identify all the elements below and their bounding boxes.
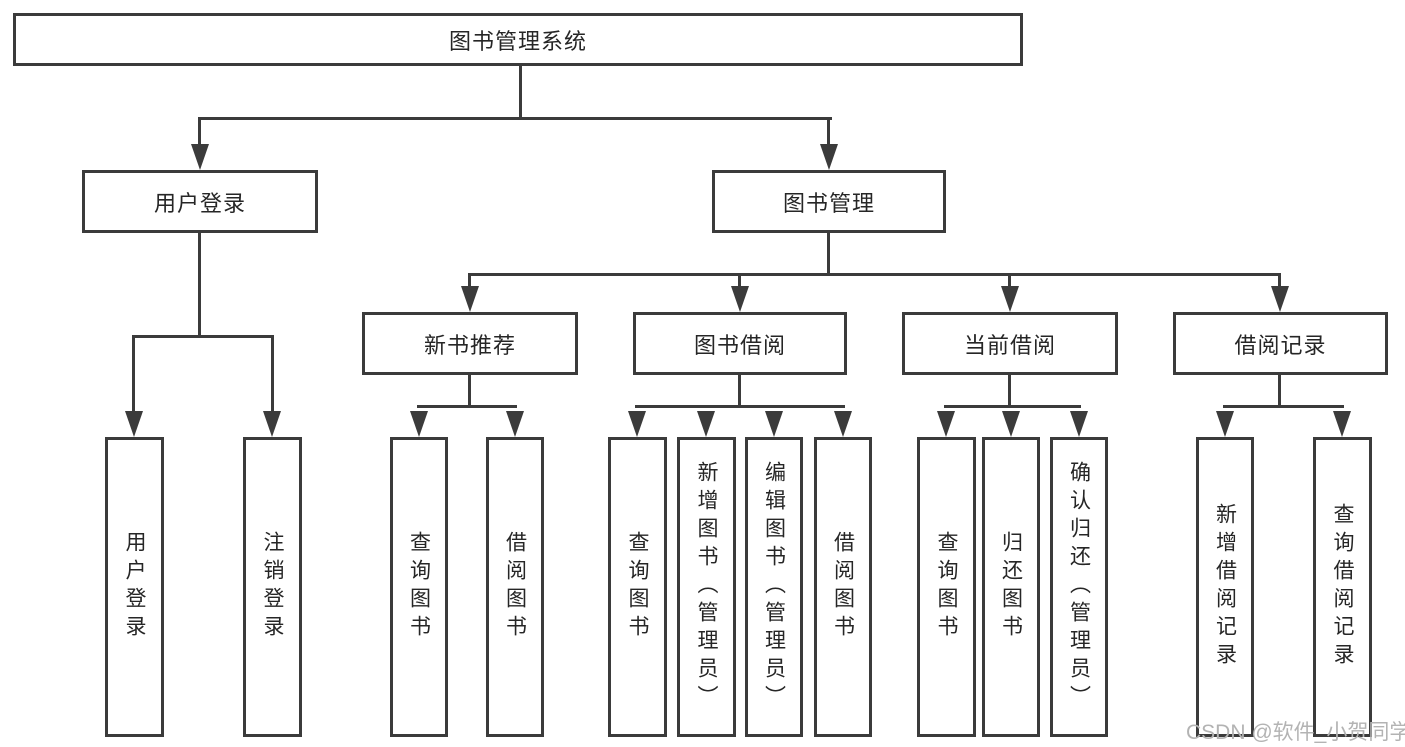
node-book-management: 图书管理 — [712, 170, 946, 233]
connector-records-drop — [1278, 273, 1281, 289]
node-book-borrowing: 图书借阅 — [633, 312, 847, 375]
leaf-records-add-record-label: 新增借阅记录 — [1213, 503, 1237, 671]
arrowhead-newbook — [461, 286, 479, 312]
arrowhead-login-leaf — [125, 411, 143, 437]
arrowhead-records-leaf-2 — [1333, 411, 1351, 437]
leaf-newbook-query-books-label: 查询图书 — [407, 531, 431, 643]
connector-borrowing-stem — [738, 375, 741, 408]
leaf-records-add-record: 新增借阅记录 — [1196, 437, 1254, 737]
arrowhead-borrowing — [731, 286, 749, 312]
leaf-newbook-borrow-books-label: 借阅图书 — [503, 531, 527, 643]
arrowhead-borrowing-leaf-3 — [765, 411, 783, 437]
leaf-borrowing-borrow-books-label: 借阅图书 — [831, 531, 855, 643]
connector-borrowing-drop — [738, 273, 741, 289]
node-new-book-recommend: 新书推荐 — [362, 312, 578, 375]
leaf-current-confirm-return-admin-label: 确认归还（管理员） — [1067, 461, 1091, 713]
leaf-current-query-books-label: 查询图书 — [935, 531, 958, 643]
connector-book-mgmt-stem — [827, 233, 830, 273]
arrowhead-current-leaf-2 — [1002, 411, 1020, 437]
connector-current-drop — [1008, 273, 1011, 289]
leaf-user-login-label: 用户登录 — [123, 531, 146, 643]
watermark: CSDN @软件_小贺同学 — [1186, 721, 1405, 744]
connector-records-hbar — [1223, 405, 1344, 408]
arrowhead-book-mgmt — [820, 144, 838, 170]
arrowhead-borrowing-leaf-4 — [834, 411, 852, 437]
connector-user-login-drop — [198, 117, 201, 147]
connector-book-mgmt-drop — [827, 117, 830, 147]
leaf-current-return-books-label: 归还图书 — [999, 531, 1023, 643]
connector-current-hbar — [944, 405, 1081, 408]
arrowhead-borrowing-leaf-2 — [697, 411, 715, 437]
leaf-records-query-record-label: 查询借阅记录 — [1331, 503, 1354, 671]
arrowhead-newbook-leaf-2 — [506, 411, 524, 437]
node-borrowing-records: 借阅记录 — [1173, 312, 1388, 375]
connector-book-mgmt-hbar — [468, 273, 1281, 276]
arrowhead-logout-leaf — [263, 411, 281, 437]
leaf-borrowing-edit-books-admin-label: 编辑图书（管理员） — [762, 461, 786, 713]
leaf-borrowing-add-books-admin-label: 新增图书（管理员） — [695, 461, 718, 713]
connector-newbook-drop — [468, 273, 471, 289]
arrowhead-current-leaf-3 — [1070, 411, 1088, 437]
leaf-current-confirm-return-admin: 确认归还（管理员） — [1050, 437, 1108, 737]
node-user-login: 用户登录 — [82, 170, 318, 233]
arrowhead-newbook-leaf-1 — [410, 411, 428, 437]
node-library-management-system: 图书管理系统 — [13, 13, 1023, 66]
leaf-logout-label: 注销登录 — [261, 531, 284, 643]
arrowhead-records-leaf-1 — [1216, 411, 1234, 437]
connector-logout-leaf-drop — [271, 335, 274, 413]
leaf-borrowing-edit-books-admin: 编辑图书（管理员） — [745, 437, 803, 737]
arrowhead-user-login — [191, 144, 209, 170]
connector-user-login-hbar — [132, 335, 274, 338]
leaf-newbook-query-books: 查询图书 — [390, 437, 448, 737]
leaf-current-query-books: 查询图书 — [917, 437, 976, 737]
leaf-records-query-record: 查询借阅记录 — [1313, 437, 1372, 737]
leaf-borrowing-query-books-label: 查询图书 — [626, 531, 649, 643]
connector-login-leaf-drop — [132, 335, 135, 413]
arrowhead-current — [1001, 286, 1019, 312]
connector-borrowing-hbar — [635, 405, 845, 408]
connector-root-hbar — [198, 117, 832, 120]
arrowhead-records — [1271, 286, 1289, 312]
leaf-user-login: 用户登录 — [105, 437, 164, 737]
connector-newbook-hbar — [417, 405, 517, 408]
connector-user-login-stem — [198, 233, 201, 335]
connector-current-stem — [1008, 375, 1011, 408]
arrowhead-borrowing-leaf-1 — [628, 411, 646, 437]
connector-records-stem — [1278, 375, 1281, 408]
leaf-logout: 注销登录 — [243, 437, 302, 737]
leaf-borrowing-add-books-admin: 新增图书（管理员） — [677, 437, 736, 737]
leaf-borrowing-borrow-books: 借阅图书 — [814, 437, 872, 737]
arrowhead-current-leaf-1 — [937, 411, 955, 437]
leaf-newbook-borrow-books: 借阅图书 — [486, 437, 544, 737]
connector-newbook-stem — [468, 375, 471, 408]
node-current-borrowing: 当前借阅 — [902, 312, 1118, 375]
leaf-borrowing-query-books: 查询图书 — [608, 437, 667, 737]
leaf-current-return-books: 归还图书 — [982, 437, 1040, 737]
connector-root-stem — [519, 66, 522, 120]
